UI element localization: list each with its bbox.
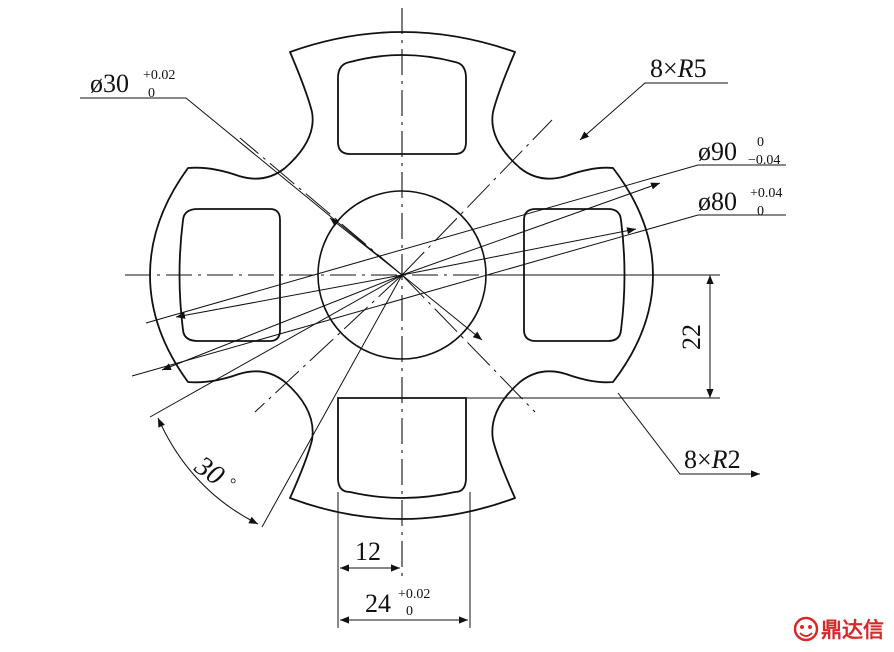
width-label: 24 — [365, 589, 391, 618]
slot-offset-label: 22 — [677, 324, 706, 350]
width-lower-tol: 0 — [406, 604, 413, 619]
inner-lower-tol: 0 — [757, 204, 764, 219]
slot-openings — [178, 54, 626, 499]
outer-diameter-label: ø90 — [698, 137, 737, 166]
r5-leader — [579, 82, 728, 141]
half-width-label: 12 — [355, 537, 381, 566]
inner-diameter-label: ø80 — [698, 187, 737, 216]
slot-bottom — [337, 397, 467, 499]
bore-lower-tol: 0 — [148, 86, 155, 101]
angle-unit: ° — [224, 475, 239, 493]
watermark-logo: 鼎达信 — [793, 616, 884, 642]
width-upper-tol: +0.02 — [398, 587, 430, 602]
center-lines — [125, 8, 680, 580]
outer-lower-tol: −0.04 — [748, 153, 780, 168]
radial-construction-lines — [239, 119, 553, 413]
r5-label: 8×R5 — [650, 54, 707, 83]
dim-22 — [466, 274, 720, 399]
slot-left — [178, 208, 281, 342]
outer-upper-tol: 0 — [757, 135, 764, 150]
r2-label: 8×R2 — [684, 445, 741, 474]
dim-30-angle — [149, 274, 403, 528]
r2-leader — [617, 392, 760, 478]
logo-icon — [793, 616, 819, 642]
watermark-text: 鼎达信 — [821, 618, 884, 642]
leader-lines — [80, 97, 786, 377]
bore-diameter-label: ø30 — [90, 69, 129, 98]
dim-12-24 — [337, 492, 471, 628]
slot-top — [337, 54, 467, 155]
part-outline — [149, 31, 654, 520]
slot-right — [523, 208, 626, 342]
inner-upper-tol: +0.04 — [750, 186, 782, 201]
angle-label: 30 — [188, 450, 230, 492]
bore-upper-tol: +0.02 — [143, 68, 175, 83]
